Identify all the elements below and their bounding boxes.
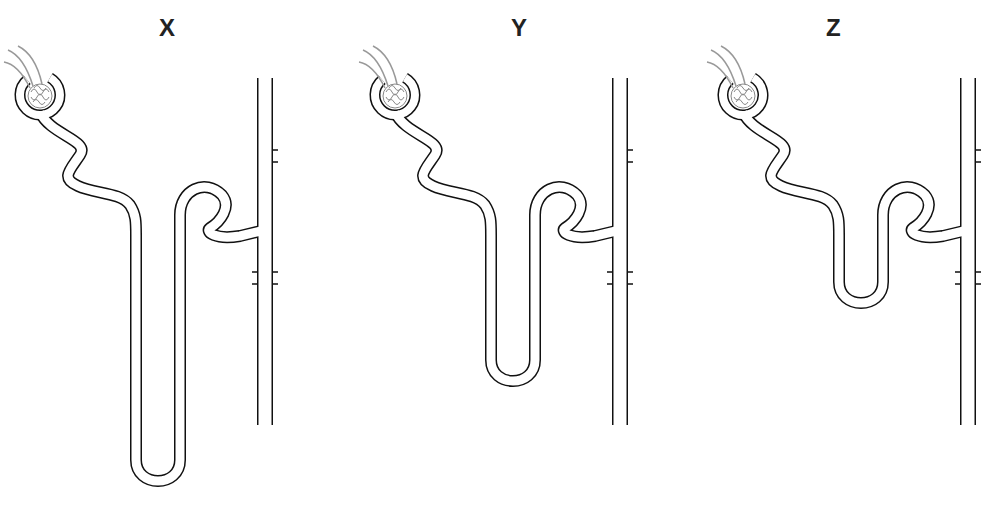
nephron-x	[4, 46, 278, 481]
nephron-y	[359, 46, 633, 426]
nephron-label: Z	[826, 16, 841, 40]
nephron-z	[707, 46, 981, 426]
nephron-label: X	[159, 16, 175, 40]
nephron-label: Y	[511, 16, 527, 40]
